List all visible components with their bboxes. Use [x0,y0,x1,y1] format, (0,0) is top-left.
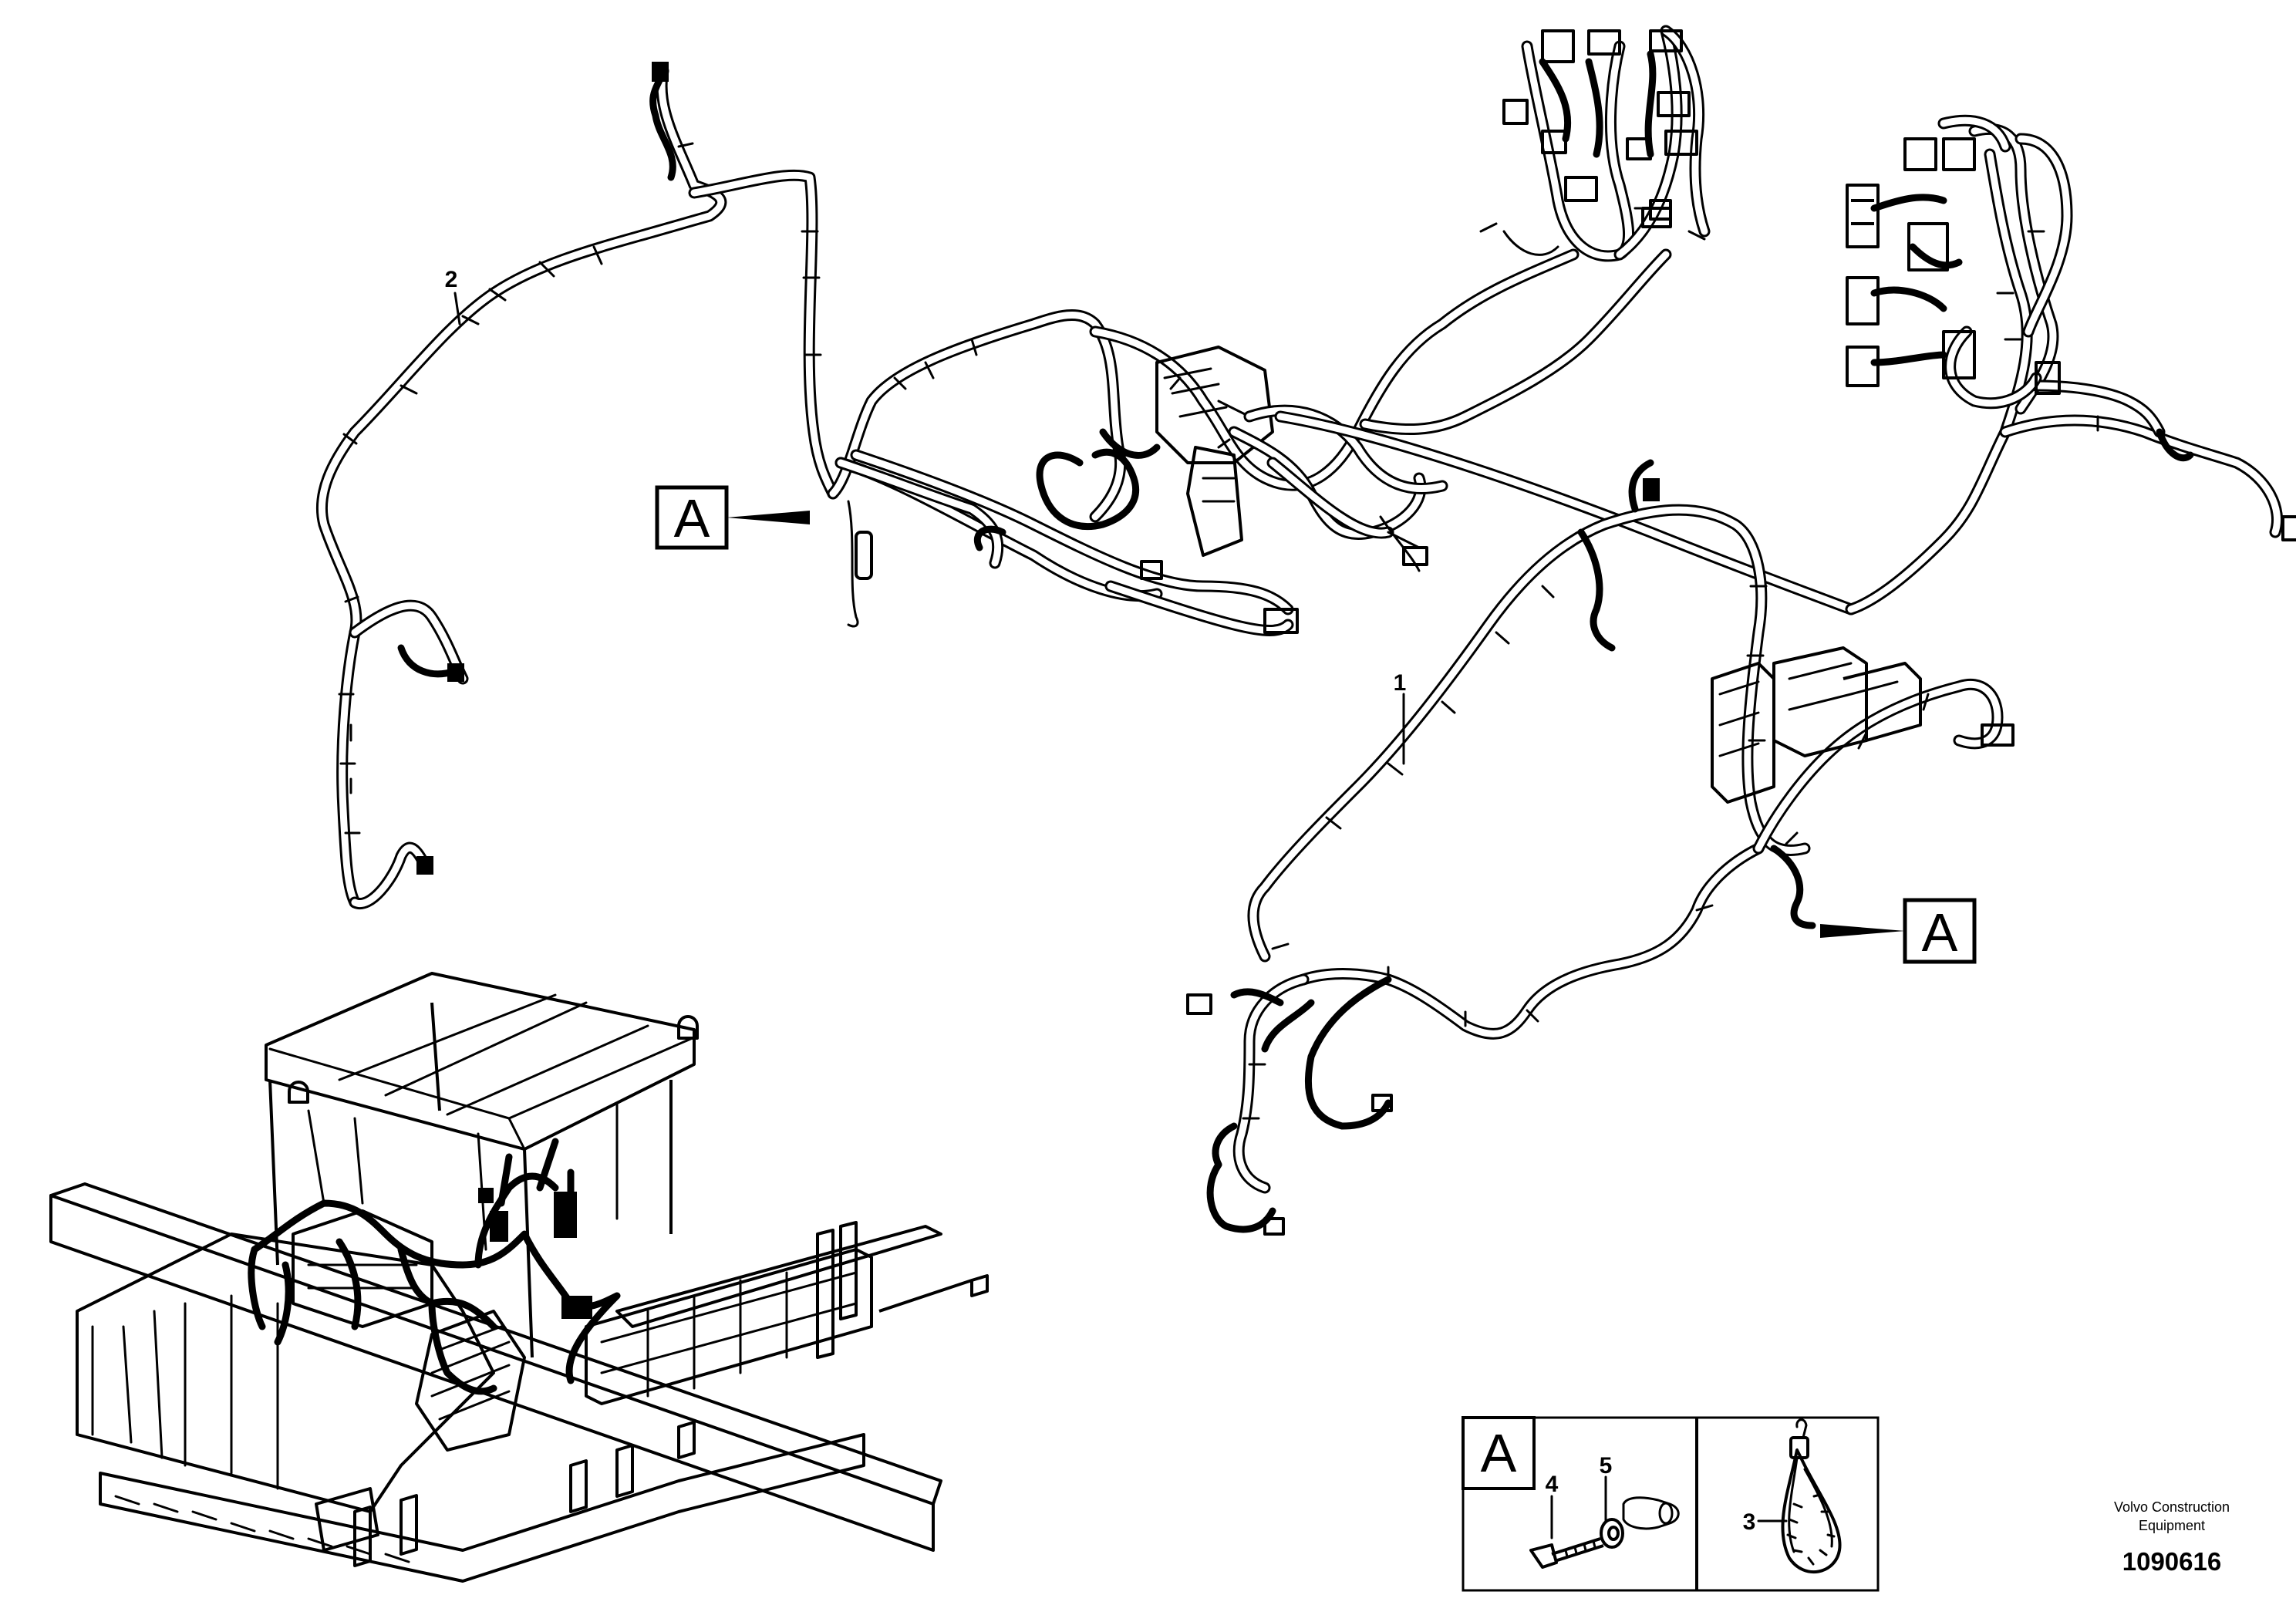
detail-view-letter: A [1481,1423,1517,1483]
view-marker-a-right: A [1820,898,1977,964]
cable-tie-icon [1781,1418,1842,1573]
callout-1: 1 [1394,670,1407,696]
drawing-number: 1090616 [2122,1547,2221,1576]
callout-leaders [453,292,1405,765]
callout-2: 2 [445,267,458,292]
callout-3: 3 [1743,1509,1756,1535]
panel-harness-right [1845,114,2296,615]
harness-2 [315,62,839,909]
detail-panel: A [1462,1416,1880,1592]
bolt-icon [1529,1537,1604,1569]
view-marker-a-left: A [655,485,810,550]
manifold-block [1711,646,1922,804]
washer-icon [1600,1518,1624,1549]
view-marker-a-right-letter: A [1922,902,1958,963]
maker-line-1: Volvo Construction [2114,1499,2230,1515]
callout-5: 5 [1600,1453,1613,1479]
cab-harness-upper [827,248,1580,636]
view-marker-a-left-letter: A [674,488,710,548]
callout-4: 4 [1546,1472,1559,1497]
maker-line-2: Equipment [2139,1518,2205,1533]
harness-1 [1186,459,2014,1236]
machine-overview [49,972,989,1583]
control-block [1155,248,1672,572]
bulkhead-harness [1479,25,1711,262]
